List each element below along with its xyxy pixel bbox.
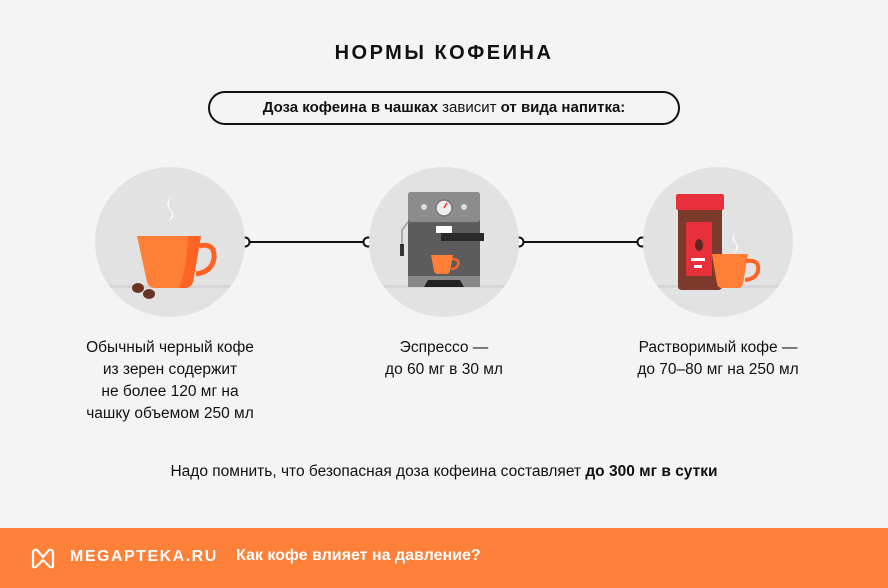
subtitle-bold-1: Доза кофеина в чашках	[262, 99, 438, 116]
note-bold: до 300 мг в сутки	[585, 463, 718, 480]
caption-espresso: Эспрессо — до 60 мг в 30 мл	[314, 337, 574, 381]
subtitle-pill: Доза кофеина в чашках зависит от вида на…	[208, 91, 680, 125]
connector-line	[513, 236, 648, 248]
safety-note: Надо помнить, что безопасная доза кофеин…	[0, 463, 888, 481]
caption-line: Обычный черный кофе	[86, 339, 254, 356]
page-title: НОРМЫ КОФЕИНА	[334, 42, 554, 64]
megapteka-logo-icon	[31, 548, 55, 569]
instant-coffee-jar-icon	[643, 167, 793, 317]
subtitle-bold-2: от вида напитка:	[500, 99, 626, 116]
caption-line: не более 120 мг на	[101, 383, 239, 400]
espresso-machine-icon	[369, 167, 519, 317]
article-link[interactable]: Как кофе влияет на давление?	[236, 547, 481, 564]
caption-line: до 60 мг в 30 мл	[385, 361, 503, 378]
caption-line: Эспрессо —	[399, 339, 489, 356]
caption-line: до 70–80 мг на 250 мл	[637, 361, 799, 378]
caption-line: чашку объемом 250 мл	[86, 405, 254, 422]
caption-line: Растворимый кофе —	[638, 339, 798, 356]
brand-name: MEGAPTEKA.RU	[70, 548, 218, 565]
subtitle-normal: зависит	[437, 99, 501, 116]
note-text: Надо помнить, что безопасная доза кофеин…	[170, 463, 586, 480]
illustrations	[95, 167, 793, 317]
footer: MEGAPTEKA.RU Как кофе влияет на давление…	[0, 528, 888, 588]
connector-line	[239, 236, 374, 248]
caption-regular-coffee: Обычный черный кофе из зерен содержит не…	[40, 337, 300, 425]
caption-instant-coffee: Растворимый кофе — до 70–80 мг на 250 мл	[588, 337, 848, 381]
caption-line: из зерен содержит	[102, 361, 238, 378]
coffee-cup-icon	[95, 167, 245, 317]
